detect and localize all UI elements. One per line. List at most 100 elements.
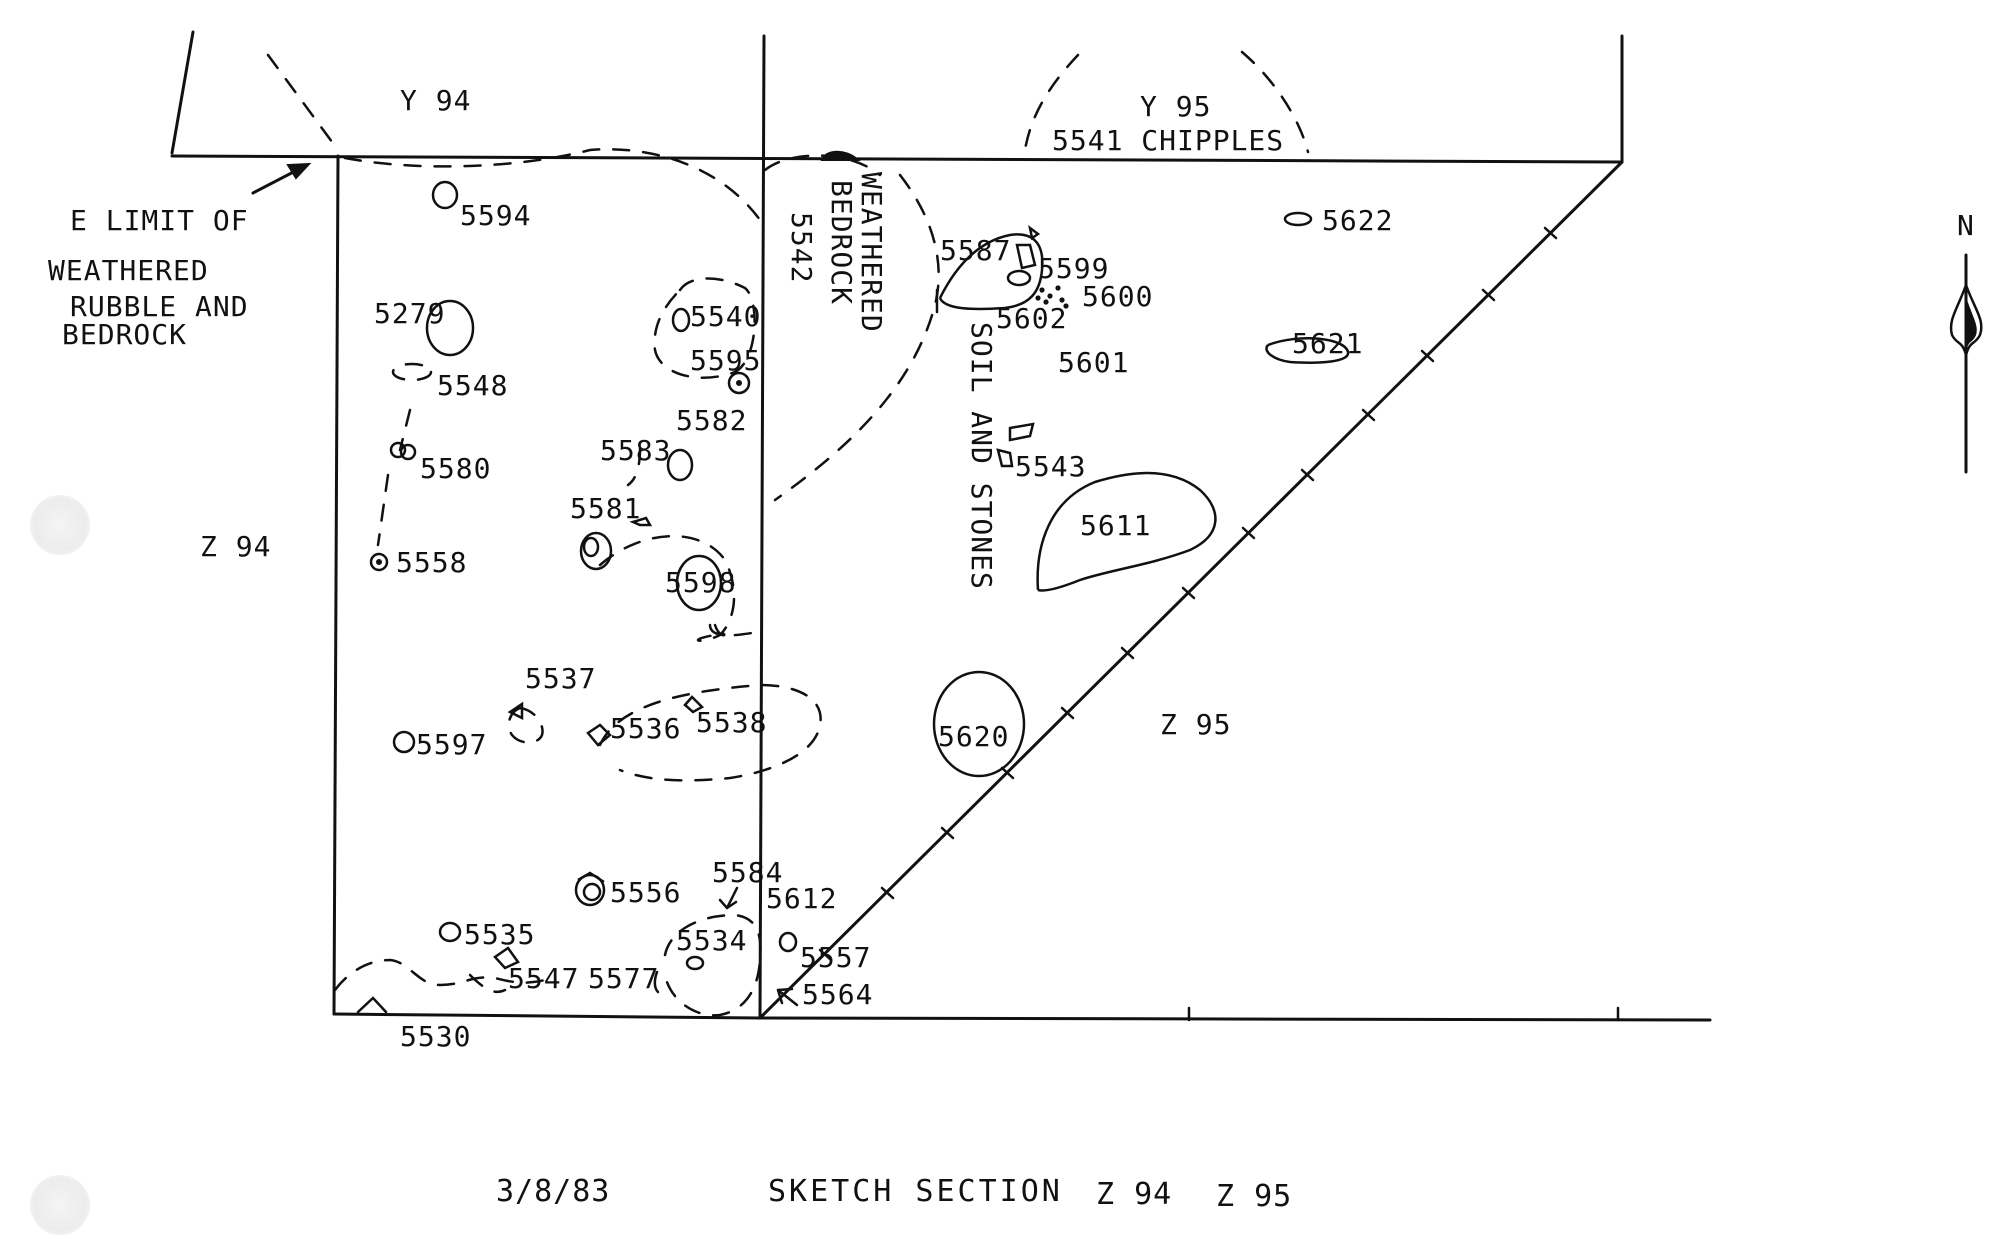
grid-square-labels: Y 94 Y 95 Z 94 Z 95 [200, 84, 1231, 741]
label-5540: 5540 [690, 300, 761, 333]
limit-5537 [507, 706, 544, 744]
feature-5580-outline-a [389, 441, 407, 459]
north-arrow-head-fill [1965, 299, 1977, 349]
footer-title: SKETCH SECTION [768, 1174, 1063, 1209]
y94-dashed-arc [266, 53, 340, 152]
feature-5577-edge [653, 970, 660, 994]
feature-5621-outline [1265, 336, 1350, 364]
feature-5558-outline [369, 552, 389, 572]
weathered-bedrock-limit [763, 154, 882, 177]
label-z95: Z 95 [1160, 708, 1231, 741]
limit-5598 [598, 534, 736, 643]
label-5582: 5582 [676, 404, 747, 437]
label-e-limit-2: WEATHERED [48, 254, 209, 287]
dashed-limits [266, 50, 1310, 1017]
feature-5543-marker [1008, 422, 1035, 442]
feature-5580-outline-b [399, 443, 417, 461]
y95-dashed-arc-east [1240, 50, 1310, 154]
feature-5598-outline [675, 554, 723, 612]
feature-5583-outline [666, 448, 694, 482]
label-5547: 5547 [508, 962, 579, 995]
feature-5611-outline [1036, 471, 1217, 592]
annotation-labels: E LIMIT OF WEATHERED RUBBLE AND BEDROCK … [48, 124, 1975, 590]
diagonal-section-edge [758, 160, 1624, 1020]
archaeological-features [251, 150, 1350, 1014]
arrow-e-limit-head [286, 162, 312, 180]
feature-5620-outline [932, 670, 1026, 778]
label-5583: 5583 [600, 434, 671, 467]
label-5598: 5598 [665, 566, 736, 599]
label-north: N [1957, 209, 1975, 242]
label-5577: 5577 [588, 962, 659, 995]
feature-5595-centre [736, 380, 742, 386]
feature-number-labels: 5594 5279 5548 5580 5558 5540 5595 5582 … [374, 199, 1393, 1053]
feature-5534-pit [685, 955, 705, 971]
grid-frame [170, 30, 1712, 1022]
feature-5556-inner [582, 882, 602, 902]
limit-5558-lower [376, 473, 390, 547]
bedrock-edge-curve [773, 173, 940, 502]
sheet-footer: 3/8/83 SKETCH SECTION Z 94 Z 95 [496, 1174, 1291, 1214]
label-5600: 5600 [1082, 280, 1153, 313]
label-5594: 5594 [460, 199, 531, 232]
label-5622: 5622 [1322, 204, 1393, 237]
label-5279: 5279 [374, 297, 445, 330]
feature-5557-outline [778, 931, 798, 953]
label-5612: 5612 [766, 882, 837, 915]
feature-5548-outline [391, 362, 433, 382]
limit-5583 [626, 446, 642, 487]
label-chipples: 5541 CHIPPLES [1052, 124, 1284, 157]
label-5599: 5599 [1038, 252, 1109, 285]
south-baseline-west [332, 1012, 762, 1020]
bedrock-outcrop [820, 150, 861, 161]
label-5543: 5543 [1015, 450, 1086, 483]
label-weathered: WEATHERED [855, 172, 888, 333]
feature-5530-outline [356, 996, 388, 1014]
label-5587: 5587 [940, 234, 1011, 267]
arrow-5564 [776, 987, 799, 1007]
feature-5558-centre [376, 559, 382, 565]
punch-hole-bottom [30, 1175, 90, 1235]
feature-5581-pit [579, 531, 613, 571]
feature-5600-stones [1035, 285, 1069, 309]
label-5597: 5597 [416, 728, 487, 761]
label-5537: 5537 [525, 662, 596, 695]
label-5535: 5535 [464, 918, 535, 951]
label-bedrock: BEDROCK [825, 180, 858, 305]
feature-5595-outline [727, 371, 751, 395]
punch-hole-top [30, 495, 90, 555]
label-y94: Y 94 [400, 84, 471, 117]
label-5556: 5556 [610, 876, 681, 909]
north-arrow-head [1949, 284, 1983, 360]
feature-5581-pit-inner [582, 536, 600, 558]
label-5564: 5564 [802, 978, 873, 1011]
feature-5599-outline [1015, 243, 1037, 270]
y95-dashed-arc-west [1023, 53, 1080, 152]
label-5580: 5580 [420, 452, 491, 485]
limit-5547-5577 [468, 973, 507, 994]
label-5595: 5595 [690, 344, 761, 377]
feature-5556-outline [574, 873, 606, 907]
limit-5536-5538 [598, 683, 822, 782]
footer-date: 3/8/83 [496, 1174, 610, 1209]
label-5621: 5621 [1292, 327, 1363, 360]
label-5620: 5620 [938, 720, 1009, 753]
feature-5543-outline [996, 448, 1014, 468]
label-e-limit-3: RUBBLE AND [70, 290, 249, 323]
feature-5602-outline [1006, 269, 1032, 287]
feature-5556-rim [577, 871, 605, 884]
feature-5538-outline [683, 695, 705, 714]
label-5601: 5601 [1058, 346, 1129, 379]
label-5530: 5530 [400, 1020, 471, 1053]
feature-5535-outline [438, 921, 462, 943]
feature-5587-outline [938, 233, 1044, 311]
feature-5279-outline [425, 299, 475, 357]
label-5602: 5602 [996, 302, 1067, 335]
feature-5547-outline [493, 946, 520, 970]
south-baseline-east [758, 1016, 1712, 1022]
limit-5598-lower [708, 623, 760, 637]
label-5584: 5584 [712, 856, 783, 889]
label-5611: 5611 [1080, 509, 1151, 542]
label-5548: 5548 [437, 369, 508, 402]
